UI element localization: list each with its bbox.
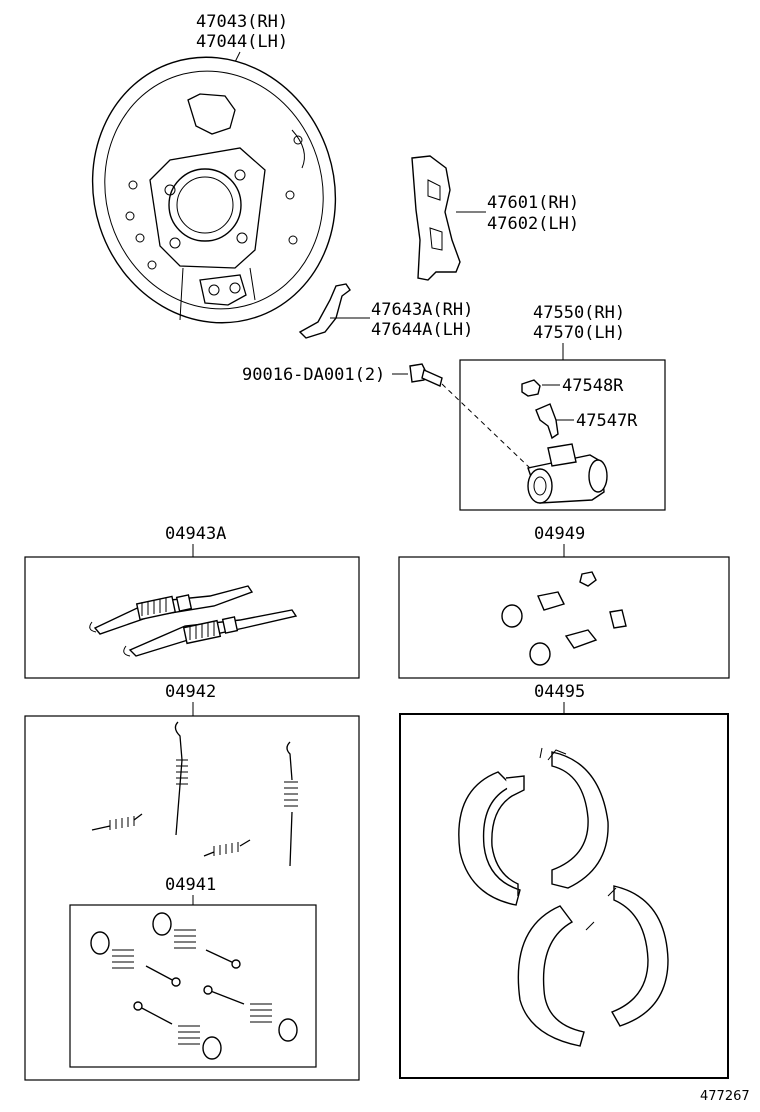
hold-down-kit-group[interactable]: 04941 [69,875,317,1068]
adjuster-kit-label: 04943A [165,524,226,544]
backing-plate-lh-label: 47044(LH) [196,32,288,52]
bolt-group[interactable]: 90016-DA001(2) [242,363,533,471]
bleeder-cap-label: 47548R [562,376,624,396]
wheel-cylinder-drawing [527,443,608,504]
backing-plate-drawing [91,56,337,324]
strut-drawing [298,283,351,339]
brake-shoes-drawing [458,747,669,1047]
spring-kit-group[interactable]: 04942 [24,682,360,1081]
bolt-label: 90016-DA001(2) [242,365,385,385]
shoe-set-box [399,713,729,1079]
shoe-set-group[interactable]: 04495 [399,682,729,1079]
bleeder-plug-drawing [535,403,559,440]
diagram-reference-number: 477267 [700,1089,750,1104]
hold-down-kit-box [69,904,317,1068]
cylinder-kit-parts-drawing [501,571,627,666]
spring-kit-box [24,715,360,1081]
strut-rh-label: 47643A(RH) [371,300,473,320]
wheel-cylinder-box [459,359,666,511]
wheel-cylinder-group[interactable]: 47550(RH) 47570(LH) 47548R 47547R [459,303,666,511]
parking-lever-group[interactable]: 47601(RH) 47602(LH) [411,155,579,281]
springs-drawing [91,721,298,867]
cylinder-kit-group[interactable]: 04949 [398,524,730,679]
adjuster-kit-group[interactable]: 04943A [24,524,360,679]
backing-plate-group[interactable]: 47043(RH) 47044(LH) [58,12,369,355]
wheel-cylinder-rh-label: 47550(RH) [533,303,625,323]
bleeder-plug-label: 47547R [576,411,638,431]
bolt-drawing [409,363,443,387]
adjuster-drawing-upper [89,585,254,635]
spring-kit-label: 04942 [165,682,216,702]
shoe-set-label: 04495 [534,682,585,702]
adjuster-kit-box [24,556,360,679]
hold-down-parts-drawing [90,912,298,1060]
cylinder-kit-label: 04949 [534,524,585,544]
parking-lever-drawing [411,155,461,281]
strut-lh-label: 47644A(LH) [371,320,473,340]
parking-lever-rh-label: 47601(RH) [487,193,579,213]
hold-down-kit-label: 04941 [165,875,216,895]
bolt-dashed-line [441,383,533,471]
wheel-cylinder-lh-label: 47570(LH) [533,323,625,343]
backing-plate-rh-label: 47043(RH) [196,12,288,32]
cylinder-kit-box [398,556,730,679]
parking-lever-lh-label: 47602(LH) [487,214,579,234]
strut-group[interactable]: 47643A(RH) 47644A(LH) [298,283,473,340]
adjuster-drawing-lower [123,609,298,657]
bleeder-cap-drawing [521,379,541,397]
